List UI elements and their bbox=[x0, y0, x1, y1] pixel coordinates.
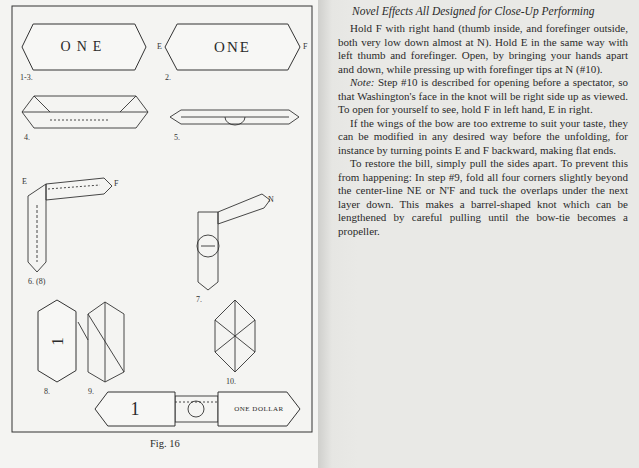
paragraph-text: Step #10 is described for opening before… bbox=[338, 76, 628, 115]
paragraph-text: To restore the bill, simply pull the sid… bbox=[338, 157, 628, 237]
bill-text: ONE DOLLAR bbox=[232, 405, 286, 414]
bill-fold: ONE DOLLAR bbox=[218, 392, 300, 426]
point-letter: N bbox=[268, 196, 274, 204]
bill-text: 1 bbox=[129, 399, 142, 419]
bill-fold: 1 bbox=[95, 392, 175, 426]
figure-caption: Fig. 16 bbox=[150, 438, 180, 449]
bill-text: ONE bbox=[212, 39, 253, 56]
step-number: 9. bbox=[88, 388, 94, 396]
step-number: 8. bbox=[44, 388, 50, 396]
bill-fold: ONE bbox=[22, 24, 146, 70]
step-number: 1-3. bbox=[20, 74, 33, 82]
point-letter: F bbox=[303, 43, 307, 51]
point-letter: E bbox=[157, 43, 162, 51]
bill-fold: 1 bbox=[38, 300, 76, 382]
paragraph-text: Note: bbox=[350, 76, 374, 88]
paragraph: Hold F with right hand (thumb inside, an… bbox=[338, 22, 628, 76]
paragraph-text: Hold F with right hand (thumb inside, an… bbox=[338, 22, 628, 75]
bill-text: 1 bbox=[48, 335, 67, 348]
paragraph: Note: Step #10 is described for opening … bbox=[338, 76, 628, 117]
bill-text: ONE bbox=[59, 39, 110, 55]
step-number: 4. bbox=[24, 134, 30, 142]
point-letter: F bbox=[114, 180, 118, 188]
step-number: 6. (8) bbox=[28, 278, 45, 286]
step-number: 10. bbox=[226, 378, 236, 386]
point-letter: E bbox=[22, 178, 27, 186]
step-number: 7. bbox=[196, 296, 202, 304]
step-number: 5. bbox=[174, 134, 180, 142]
body-text: Hold F with right hand (thumb inside, an… bbox=[338, 22, 628, 238]
paragraph: If the wings of the bow are too extreme … bbox=[338, 117, 628, 158]
paragraph: To restore the bill, simply pull the sid… bbox=[338, 157, 628, 238]
bill-fold: ONE bbox=[165, 24, 300, 70]
step-number: 2. bbox=[165, 74, 171, 82]
running-head: Novel Effects All Designed for Close-Up … bbox=[352, 5, 595, 17]
paragraph-text: If the wings of the bow are too extreme … bbox=[338, 117, 628, 156]
